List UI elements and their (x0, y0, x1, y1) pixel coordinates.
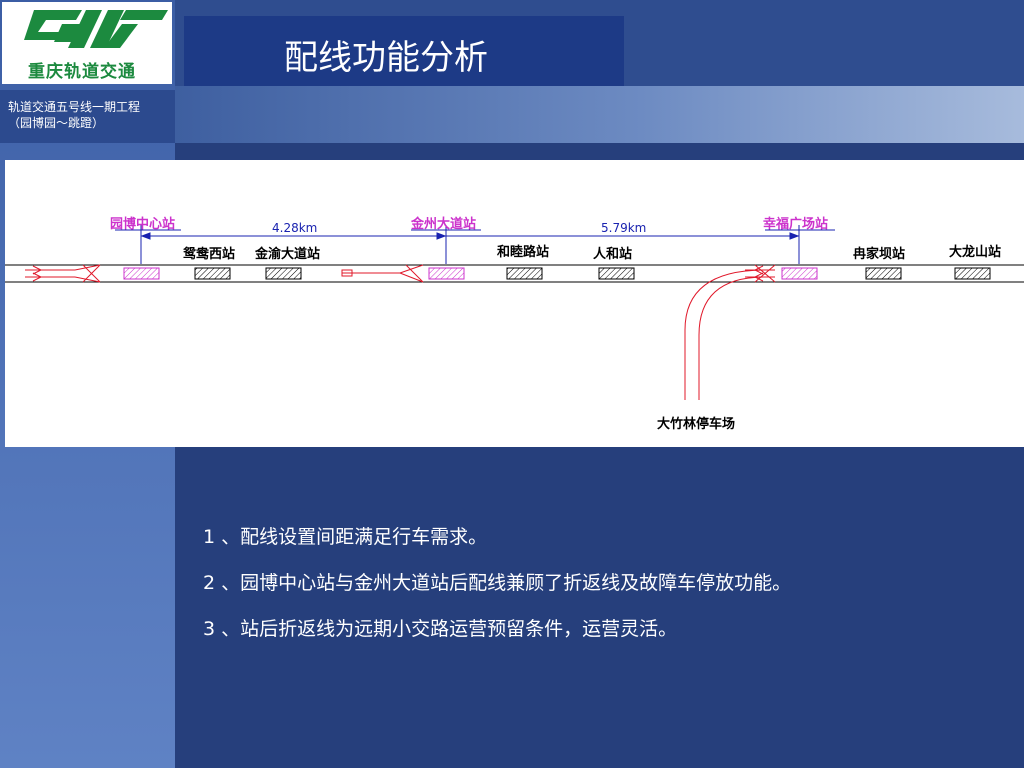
note-item-3: 3 、站后折返线为远期小交路运营预留条件，运营灵活。 (203, 618, 678, 640)
header-gradient-bar (175, 86, 1024, 143)
station-label-hemu: 和睦路站 (497, 244, 549, 260)
distance-label-1: 4.28km (272, 221, 317, 235)
distance-label-2: 5.79km (601, 221, 646, 235)
analysis-notes: 1 、配线设置间距满足行车需求。 2 、园博中心站与金州大道站后配线兼顾了折返线… (203, 514, 1003, 652)
track-layout-diagram: 园博中心站 鸳鸯西站 金渝大道站 金州大道站 和睦路站 人和站 幸福广场站 冉家… (5, 216, 1024, 432)
platform-dalong (954, 267, 991, 280)
platform-renhe (598, 267, 635, 280)
depot-label: 大竹林停车场 (657, 416, 735, 432)
station-label-yuanyang: 鸳鸯西站 (183, 246, 235, 262)
company-logo: 重庆轨道交通 (2, 2, 172, 84)
title-box: 配线功能分析 (184, 16, 624, 88)
platform-yuanbo (123, 267, 160, 280)
siding-xingfu (684, 264, 776, 400)
project-name: 轨道交通五号线一期工程 （园博园～跳蹬） (0, 90, 175, 143)
project-name-line1: 轨道交通五号线一期工程 (8, 100, 141, 114)
project-name-line2: （园博园～跳蹬） (8, 116, 105, 130)
note-item-1: 1 、配线设置间距满足行车需求。 (203, 526, 488, 548)
platform-xingfu (781, 267, 818, 280)
distance-line-1 (115, 225, 481, 264)
logo-text: 重庆轨道交通 (28, 62, 136, 82)
station-label-jinzhou: 金州大道站 (410, 216, 476, 232)
slide-title: 配线功能分析 (284, 38, 488, 78)
platform-hemu (506, 267, 543, 280)
station-label-ranjia: 冉家坝站 (853, 246, 905, 262)
platform-yuanyang (194, 267, 231, 280)
track-diagram-panel: 园博中心站 鸳鸯西站 金渝大道站 金州大道站 和睦路站 人和站 幸福广场站 冉家… (5, 160, 1024, 447)
station-label-xingfu: 幸福广场站 (763, 216, 828, 232)
siding-yuanbo (25, 264, 101, 283)
note-item-2: 2 、园博中心站与金州大道站后配线兼顾了折返线及故障车停放功能。 (203, 572, 792, 594)
platform-jinyu (265, 267, 302, 280)
station-label-yuanbo: 园博中心站 (110, 216, 175, 232)
platform-jinzhou (428, 267, 465, 280)
distance-line-2 (446, 225, 835, 264)
station-label-jinyu: 金渝大道站 (254, 246, 320, 262)
station-label-renhe: 人和站 (593, 246, 632, 262)
logo-mark-icon (24, 10, 168, 48)
platform-ranjia (865, 267, 902, 280)
siding-jinzhou (341, 264, 424, 283)
station-label-dalong: 大龙山站 (949, 244, 1001, 260)
